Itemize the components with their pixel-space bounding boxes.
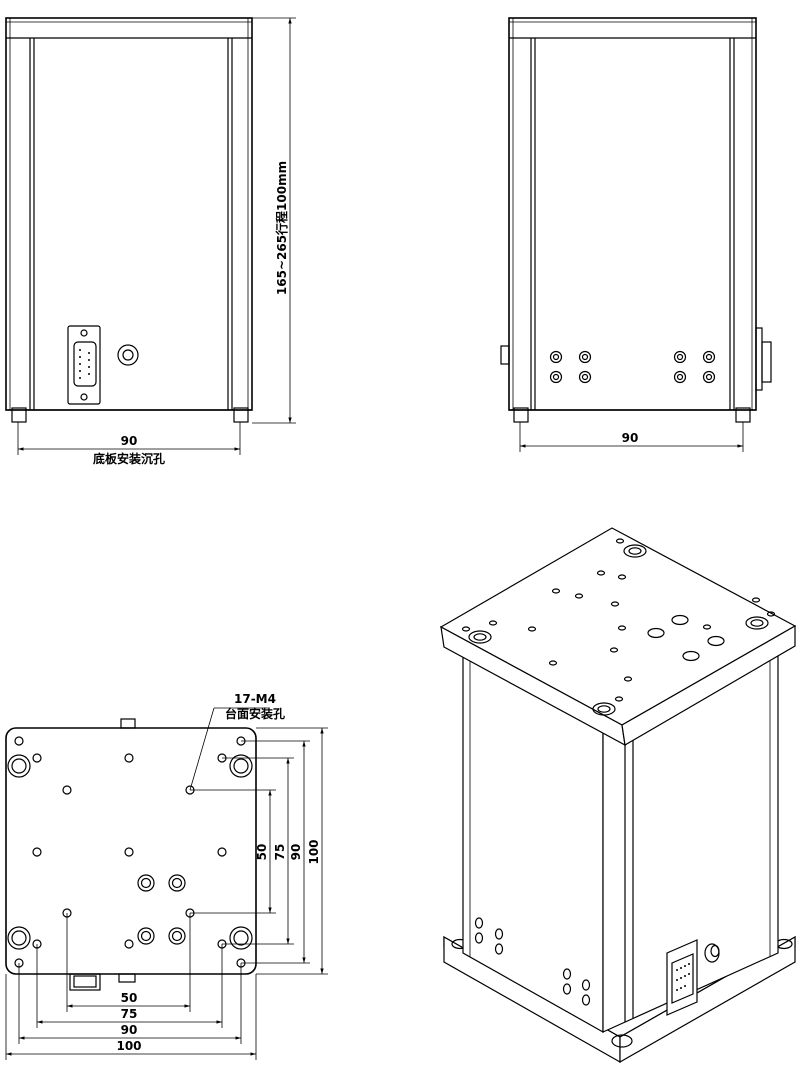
db9-pins-icon (79, 349, 90, 379)
counterbore-hole-icon (707, 635, 725, 647)
side-foot-left (513, 407, 529, 423)
counterbore-hole-icon (168, 874, 186, 892)
m4-hole-icon (124, 847, 134, 857)
counterbore-holes (7, 754, 253, 950)
screw-hole-icon (578, 370, 592, 384)
dim-v-100: 100 (307, 839, 321, 864)
m4-hole-icon (124, 753, 134, 763)
dim-v-90: 90 (289, 844, 303, 861)
side-width-dim: 90 (622, 431, 639, 445)
db9-connector-icon (67, 325, 101, 405)
dim-v-50: 50 (255, 844, 269, 861)
m4-holes (14, 736, 246, 968)
side-body-outline (508, 17, 757, 411)
horizontal-dimensions: 50 75 90 100 (5, 913, 257, 1060)
counterbore-hole-icon (671, 614, 689, 626)
side-view: 90 (500, 17, 772, 452)
top-tab-icon (120, 718, 136, 729)
front-width-dim: 90 (121, 434, 138, 448)
counterbore-hole-icon (137, 927, 155, 945)
screw-hole-icon (549, 370, 563, 384)
side-switch-protrusion (500, 345, 510, 365)
iso-left-face-holes (474, 917, 591, 1006)
screw-hole-icon (549, 350, 563, 364)
m4-hole-icon (217, 847, 227, 857)
screw-hole-icon (578, 350, 592, 364)
dim-h-75: 75 (121, 1007, 138, 1021)
screw-hole-icon (702, 370, 716, 384)
m4-hole-icon (124, 939, 134, 949)
side-screw-holes (549, 350, 716, 384)
dim-h-90: 90 (121, 1023, 138, 1037)
top-connector-icon (69, 973, 101, 991)
iso-top-holes (461, 538, 776, 716)
m4-hole-icon (14, 736, 24, 746)
counterbore-hole-icon (229, 754, 253, 778)
screw-hole-icon (702, 350, 716, 364)
m4-hole-icon (32, 753, 42, 763)
iso-db9-connector-icon (666, 939, 698, 1016)
counterbore-hole-icon (7, 926, 31, 950)
hole-callout: 17-M4 (234, 692, 276, 706)
counterbore-hole-icon (229, 926, 253, 950)
counterbore-hole-icon (468, 630, 492, 644)
side-connector-protrusion (761, 341, 772, 383)
m4-hole-icon (62, 785, 72, 795)
iso-power-switch-icon (704, 943, 720, 963)
counterbore-hole-icon (647, 627, 665, 639)
front-width-note: 底板安装沉孔 (93, 451, 165, 466)
hole-callout-note: 台面安装孔 (225, 706, 285, 721)
counterbore-hole-icon (745, 616, 769, 630)
dim-h-100: 100 (116, 1039, 141, 1053)
dim-h-50: 50 (121, 991, 138, 1005)
front-height-dim: 165~265行程100mm (274, 161, 289, 295)
screw-hole-icon (673, 350, 687, 364)
isometric-view (439, 527, 797, 1064)
front-foot-right (233, 407, 249, 423)
screw-hole-icon (673, 370, 687, 384)
counterbore-hole-icon (682, 650, 700, 662)
counterbore-hole-icon (168, 927, 186, 945)
top-view: 17-M4 台面安装孔 50 75 90 100 50 (5, 692, 328, 1060)
counterbore-hole-icon (7, 754, 31, 778)
vertical-dimensions: 50 75 90 100 (190, 727, 328, 975)
dim-v-75: 75 (273, 844, 287, 861)
counterbore-hole-icon (137, 874, 155, 892)
power-switch-icon (117, 344, 139, 366)
front-view: 90 底板安装沉孔 165~265行程100mm (5, 17, 296, 466)
front-foot-left (11, 407, 27, 423)
front-body-outline (5, 17, 253, 411)
m4-hole-icon (32, 847, 42, 857)
counterbore-hole-icon (592, 702, 616, 716)
counterbore-hole-icon (623, 544, 647, 558)
